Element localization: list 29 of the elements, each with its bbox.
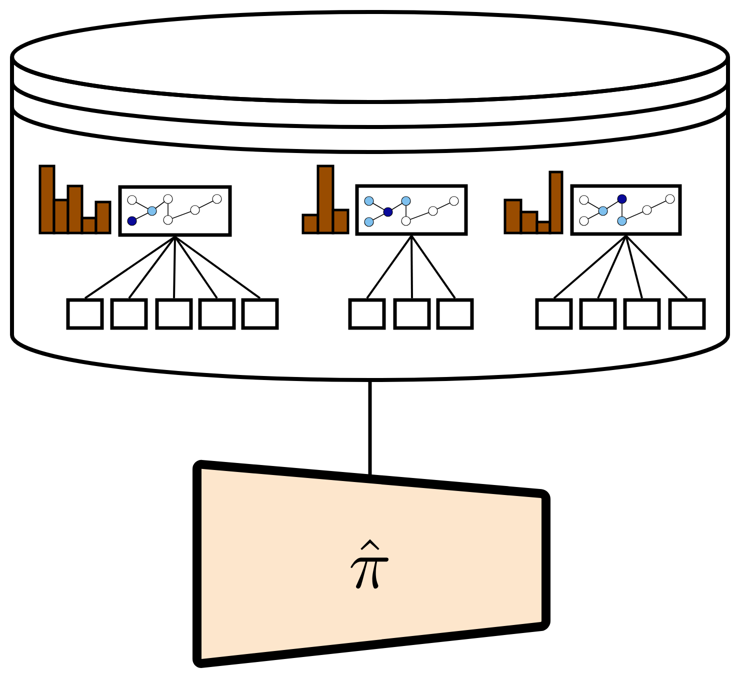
- graph-box: [570, 184, 682, 236]
- small-box: [198, 298, 236, 330]
- small-box: [668, 298, 706, 330]
- connector-line: [553, 235, 627, 299]
- small-box: [436, 298, 474, 330]
- trapezoid-box: $\hat{\pi}$: [192, 460, 550, 668]
- connector-line: [625, 236, 643, 298]
- graph-box: [118, 185, 232, 237]
- small-box: [623, 298, 661, 330]
- connector-line: [597, 235, 627, 299]
- connector-line: [625, 235, 688, 299]
- connector-line: [128, 236, 176, 299]
- connector-line: [84, 236, 176, 300]
- connector-line: [368, 380, 372, 477]
- connector-line: [410, 236, 413, 298]
- connector-line: [174, 236, 261, 300]
- small-box: [579, 298, 617, 330]
- small-box: [66, 298, 104, 330]
- graph-box: [355, 184, 468, 236]
- small-box: [110, 298, 148, 330]
- small-box: [241, 298, 279, 330]
- small-box: [535, 298, 573, 330]
- connector-line: [410, 235, 456, 299]
- small-box: [348, 298, 386, 330]
- connector-line: [174, 236, 218, 299]
- small-box: [393, 298, 431, 330]
- small-box: [155, 298, 193, 330]
- connector-line: [173, 236, 176, 298]
- connector-line: [366, 235, 412, 299]
